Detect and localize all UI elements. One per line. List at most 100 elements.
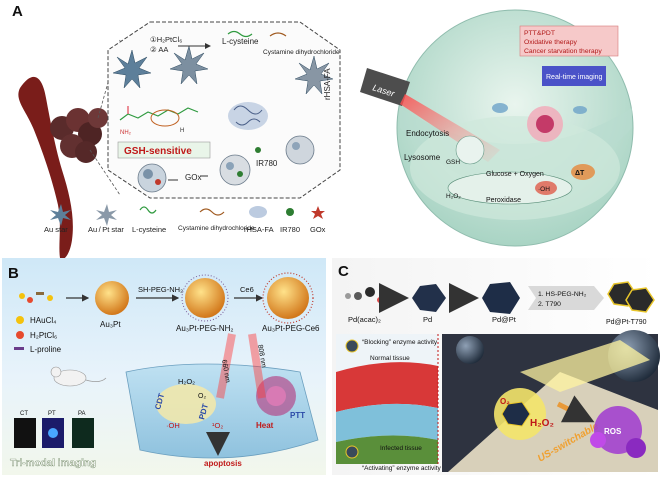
panel-c-label: C <box>338 263 349 280</box>
tumor-cluster <box>50 108 108 163</box>
label-ir780: IR780 <box>256 159 278 168</box>
molecule-structure: NH₂ H <box>119 106 199 136</box>
svg-text:ROS: ROS <box>604 427 622 436</box>
tissue-cross-section <box>336 334 438 464</box>
label-ce6: Ce6 <box>240 285 254 294</box>
label-pdt: PDT <box>197 403 210 421</box>
haucl4-icon <box>16 316 24 324</box>
label-1o2: ¹O₂ <box>212 421 223 430</box>
svg-text:NH₂: NH₂ <box>120 130 132 136</box>
pd-pt-t790-particles <box>607 281 655 313</box>
label-gsh: GSH <box>446 159 460 166</box>
label-h2o2-c: H₂O₂ <box>530 418 554 429</box>
svg-text:1. HS-PEG-NH₂: 1. HS-PEG-NH₂ <box>538 291 587 298</box>
oh-badge: ·OH <box>535 181 557 195</box>
pa-image <box>72 418 94 448</box>
svg-text:PTT&PDT: PTT&PDT <box>524 30 555 37</box>
label-glucose-oxygen: Glucose + Oxygen <box>486 171 544 178</box>
cystamine-icon <box>269 32 287 37</box>
nanoparticle-gox <box>137 163 167 193</box>
mouse-icon <box>50 366 107 387</box>
label-oh-b: ·OH <box>166 421 180 430</box>
reagent-aa: ② AA <box>150 45 168 54</box>
svg-text:GSH-sensitive: GSH-sensitive <box>124 146 192 157</box>
label-rhsa-fa: rHSA-FA <box>323 68 332 100</box>
label-activating: “Activating” enzyme activity <box>362 465 441 472</box>
legend-gox-icon <box>311 206 325 219</box>
l-cysteine-icon <box>227 30 253 38</box>
nanoparticle-ir780 <box>219 154 251 186</box>
precursors <box>19 292 53 303</box>
legend-rhsa-fa: rHSA-FA <box>244 225 274 234</box>
pd-acac-particles <box>345 287 383 303</box>
label-o2-b: O₂ <box>198 393 206 400</box>
legend-l-cysteine: L-cysteine <box>132 225 166 234</box>
label-sh-peg-nh2: SH-PEG-NH₂ <box>138 285 183 294</box>
legend-au-star-icon <box>50 204 71 226</box>
legend-cystamine-icon <box>199 208 225 216</box>
panel-a: A ①H₂PtCl₆ ② AA L-cysteine Cystamine dih… <box>12 3 634 260</box>
label-gox: GOx <box>185 173 201 182</box>
au3pt-particle <box>95 281 129 315</box>
legend-au-pt-star: Au / Pt star <box>88 225 124 234</box>
ros-cluster: ROS <box>590 406 646 458</box>
label-pd: Pd <box>423 315 432 324</box>
panel-a-label: A <box>12 3 23 20</box>
organelle-2 <box>573 106 587 114</box>
svg-text:·OH: ·OH <box>538 186 550 193</box>
h2ptcl6-icon <box>16 331 24 339</box>
au-pt-star-2 <box>294 55 334 95</box>
label-pt: PT <box>48 411 56 417</box>
label-cystamine: Cystamine dihydrochloride <box>263 49 340 56</box>
label-pa: PA <box>78 411 86 417</box>
label-au3pt: Au₃Pt <box>100 320 121 329</box>
label-808nm: 808 nm <box>256 344 267 368</box>
legend-ir780: IR780 <box>280 225 300 234</box>
label-peroxidase: Peroxidase <box>486 197 521 204</box>
pd-particle <box>412 284 446 312</box>
svg-text:ΔT: ΔT <box>575 170 585 177</box>
au-pt-star-1 <box>169 45 209 85</box>
label-ptt: PTT <box>290 411 305 420</box>
organelle-1 <box>492 103 508 113</box>
label-lysosome: Lysosome <box>404 153 441 162</box>
imaging-box: Real-time imaging <box>542 66 606 86</box>
blood-vessel <box>18 76 73 260</box>
label-ct: CT <box>20 411 28 417</box>
ct-image <box>14 418 36 448</box>
label-pd-pt: Pd@Pt <box>492 315 517 324</box>
legend-au-pt-star-icon <box>96 204 117 226</box>
label-h2o2-b: H₂O₂ <box>178 377 195 386</box>
reaction-bubble <box>447 171 573 205</box>
label-au3pt-peg-nh2: Au₃Pt-PEG-NH₂ <box>176 324 233 333</box>
lysosome-icon <box>455 135 485 165</box>
panel-a-legend: Au star Au / Pt star L-cysteine Cystamin… <box>44 204 326 234</box>
reagent-h2ptcl6: ①H₂PtCl₆ <box>150 35 182 44</box>
nucleus <box>527 106 563 142</box>
label-apoptosis: apoptosis <box>204 459 242 468</box>
label-pd-pt-t790: Pd@Pt-T790 <box>606 319 647 326</box>
label-h2ptcl6: H₂PtCl₆ <box>30 331 57 340</box>
label-h2o2-a: H₂O₂ <box>446 193 461 200</box>
label-o2-c: O₂ <box>500 397 510 406</box>
label-tri-modal: Tri-modal imaging <box>10 458 96 469</box>
svg-text:Cancer starvation therapy: Cancer starvation therapy <box>524 48 602 55</box>
label-660nm: 660 nm <box>220 359 231 383</box>
legend-l-cysteine-icon <box>139 206 157 214</box>
legend-cystamine: Cystamine dihydrochloride <box>178 225 255 232</box>
au3pt-peg-ce6-particle <box>262 272 314 324</box>
panel-b-label: B <box>8 265 19 282</box>
panel-c: C Pd(acac)₂ Pd Pd@Pt 1. HS-PEG-NH₂ 2. T7… <box>332 258 660 475</box>
svg-text:Real-time imaging: Real-time imaging <box>546 74 603 81</box>
au3pt-peg-nh2-particle <box>181 274 229 322</box>
label-infected-tissue: Infected tissue <box>380 445 422 452</box>
l-proline-icon <box>14 347 24 350</box>
label-l-proline: L-proline <box>30 345 62 354</box>
tumor-tissue <box>125 363 319 459</box>
legend-gox: GOx <box>310 225 326 234</box>
au-star-1 <box>112 49 152 89</box>
therapy-box: PTT&PDT Oxidative therapy Cancer starvat… <box>519 25 619 57</box>
ir780-dot-icon <box>255 147 261 153</box>
